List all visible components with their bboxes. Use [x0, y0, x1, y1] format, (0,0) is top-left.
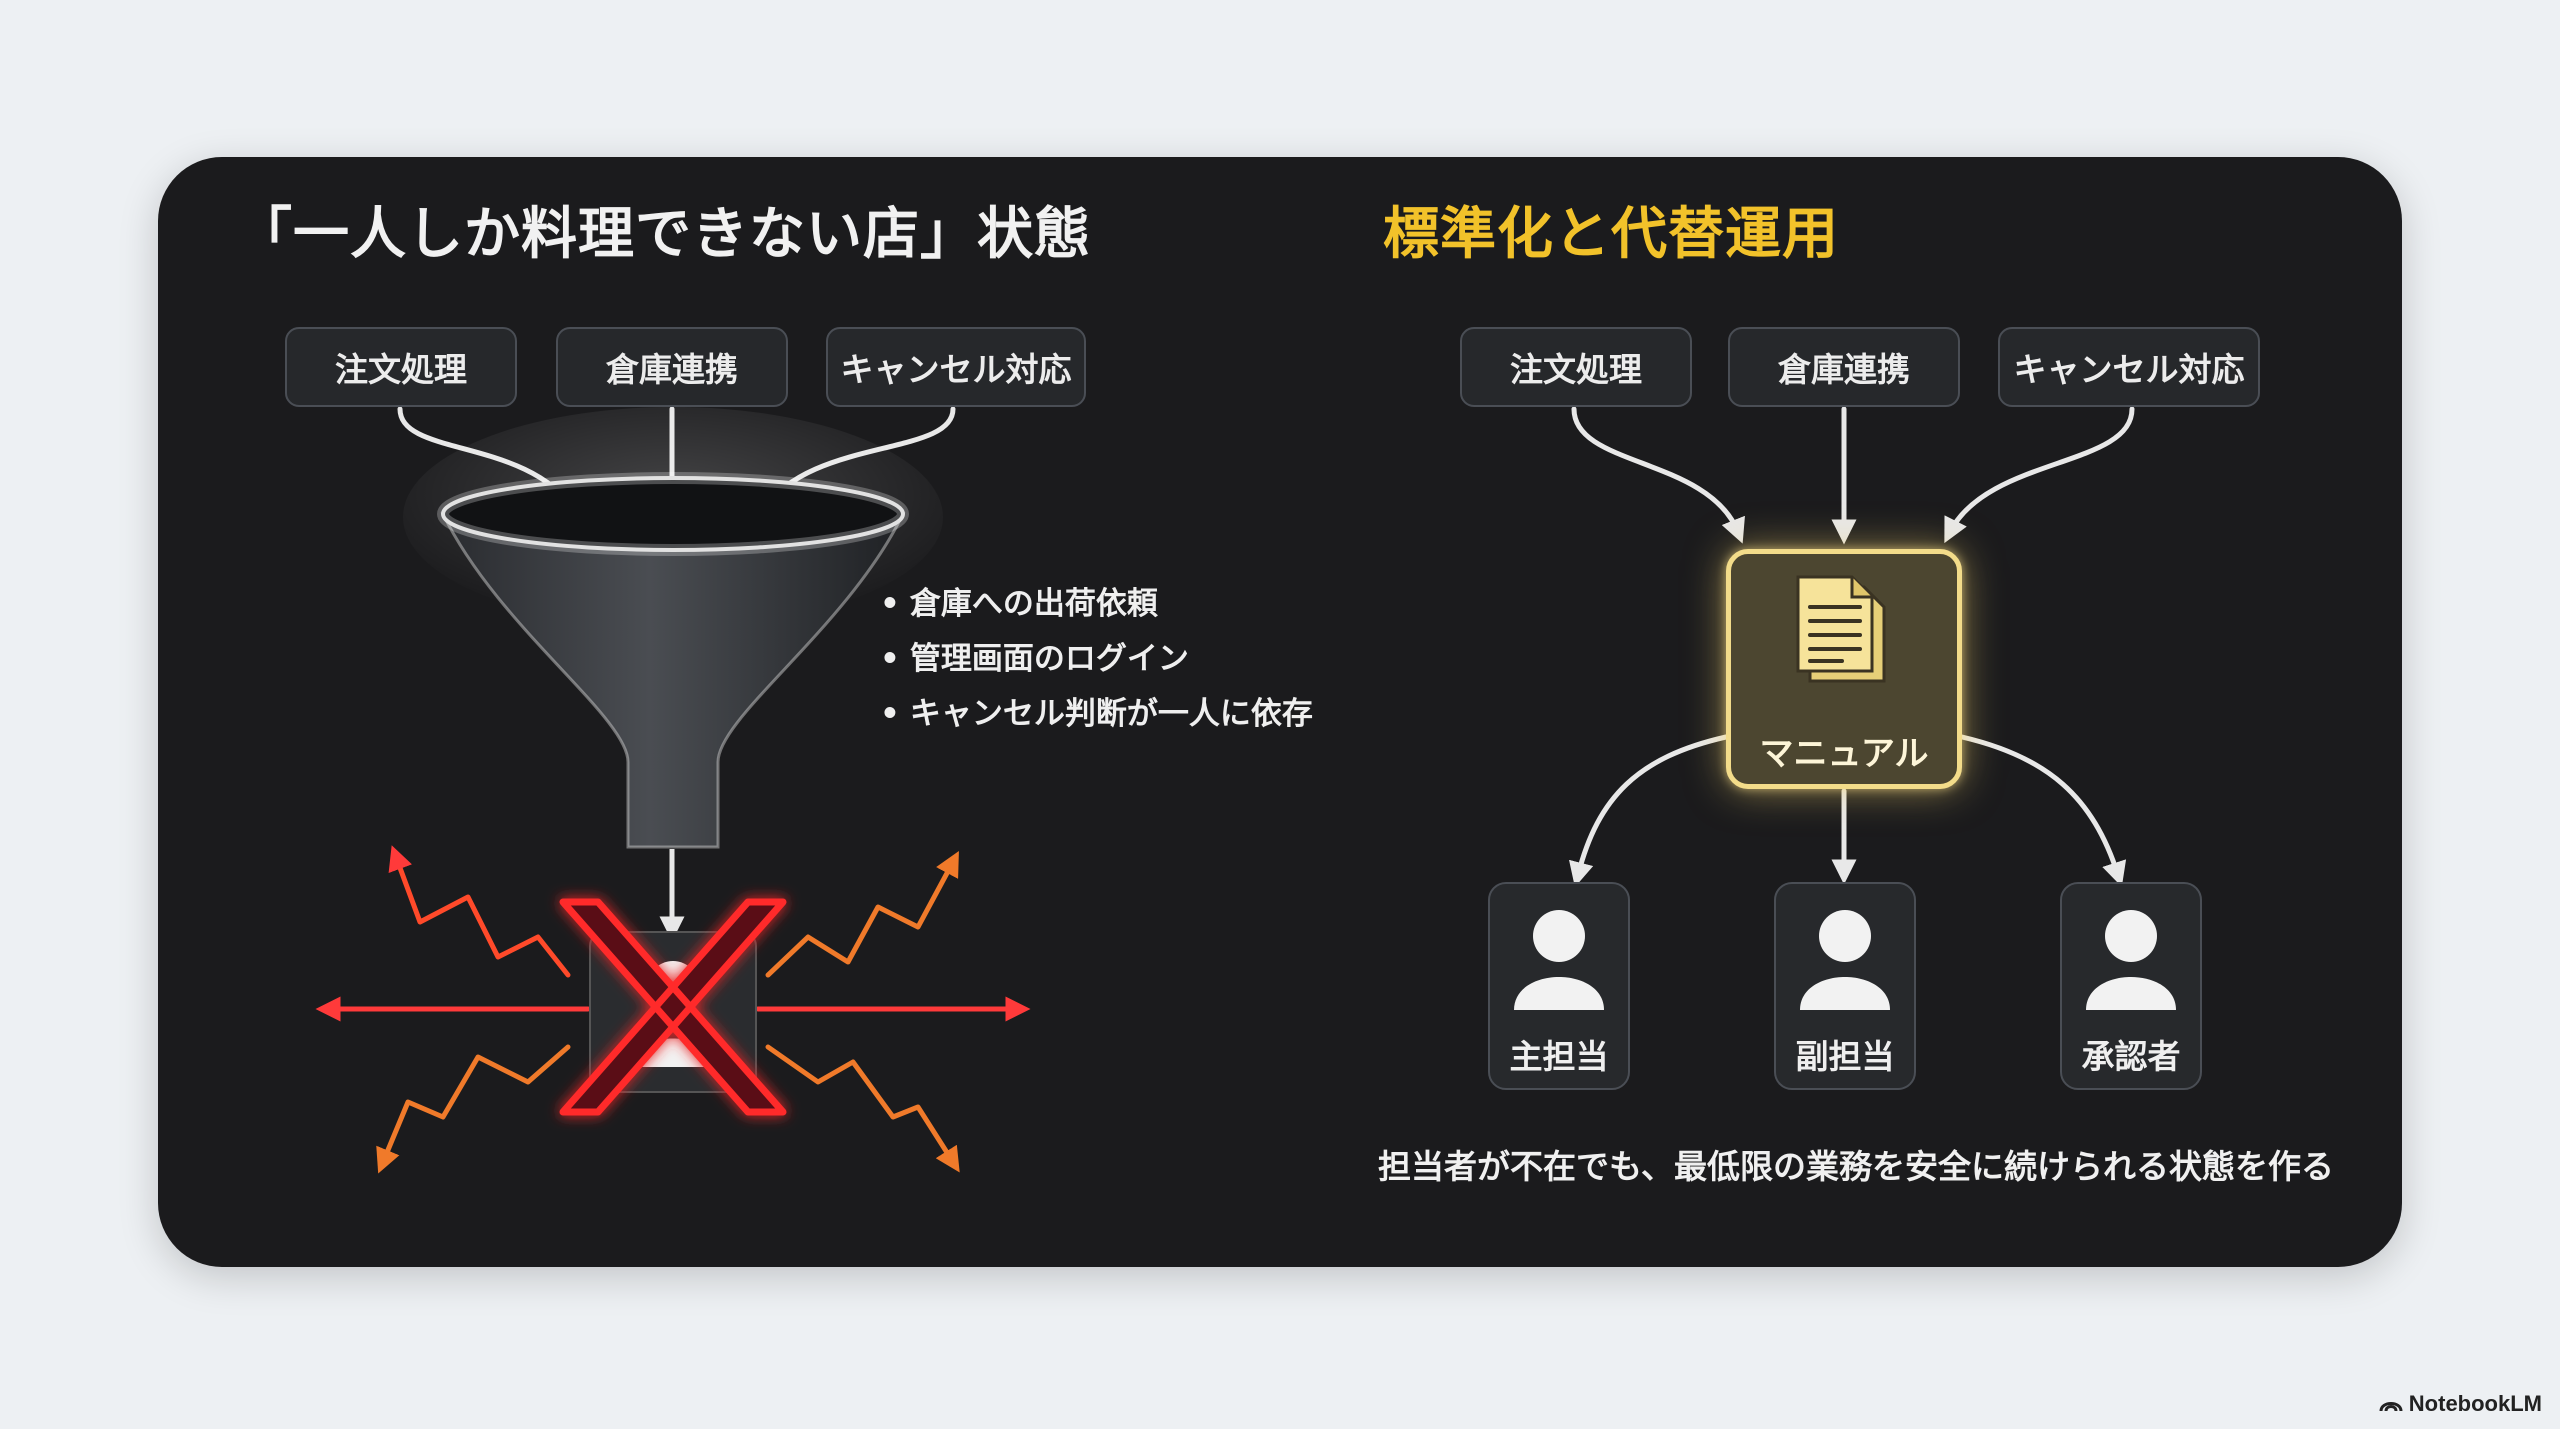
bullet-text: 倉庫への出荷依頼 [909, 586, 1158, 622]
person-card-primary: 主担当 [1488, 882, 1630, 1090]
diagram-graphics [315, 406, 2135, 1174]
bullet-item: •管理画面のログイン [880, 641, 1189, 677]
person-card-secondary: 副担当 [1774, 882, 1916, 1090]
bullet-item: •倉庫への出荷依頼 [880, 586, 1158, 622]
overloaded-person [559, 898, 787, 1116]
person-label: 承認者 [2081, 1037, 2181, 1076]
person-icon [2086, 910, 2176, 1010]
summary-note: 担当者が不在でも、最低限の業務を安全に続けられる状態を作る [1378, 1147, 2335, 1186]
funnel-icon [403, 407, 943, 849]
brand-watermark: NotebookLM [2379, 1391, 2542, 1417]
right-chip-order: 注文処理 [1460, 327, 1692, 407]
left-bullet-list: •倉庫への出荷依頼 •管理画面のログイン •キャンセル判断が一人に依存 [880, 577, 1313, 742]
person-icon [1800, 910, 1890, 1010]
person-icon [1514, 910, 1604, 1010]
slide-panel: 「一人しか料理できない店」状態 標準化と代替運用 注文処理 倉庫連携 キャンセル… [158, 157, 2402, 1267]
left-chip-warehouse: 倉庫連携 [556, 327, 788, 407]
person-label: 副担当 [1795, 1037, 1895, 1076]
left-chip-order: 注文処理 [285, 327, 517, 407]
manual-card: マニュアル [1726, 549, 1962, 789]
person-label: 主担当 [1509, 1037, 1609, 1076]
right-title: 標準化と代替運用 [1383, 202, 1839, 267]
document-icon [1796, 575, 1886, 683]
left-chip-cancel: キャンセル対応 [826, 327, 1086, 407]
manual-label: マニュアル [1759, 734, 1929, 774]
bullet-text: キャンセル判断が一人に依存 [909, 696, 1313, 732]
right-chip-cancel: キャンセル対応 [1998, 327, 2260, 407]
right-output-arrows [1569, 734, 2127, 888]
brand-name: NotebookLM [2408, 1391, 2542, 1416]
person-card-approver: 承認者 [2060, 882, 2202, 1090]
bullet-text: 管理画面のログイン [909, 641, 1189, 677]
bullet-item: •キャンセル判断が一人に依存 [880, 696, 1313, 732]
notebooklm-logo-icon [2379, 1402, 2403, 1412]
right-input-arrows [1571, 406, 2135, 545]
left-title: 「一人しか料理できない店」状態 [236, 202, 1091, 267]
overload-burst-arrows [315, 845, 1031, 1174]
right-chip-warehouse: 倉庫連携 [1728, 327, 1960, 407]
cross-icon [559, 898, 787, 1116]
